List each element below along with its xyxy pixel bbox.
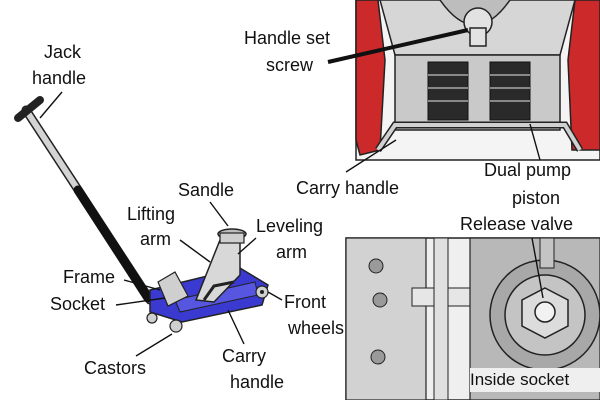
svg-text:screw: screw [266, 55, 314, 75]
pump-assembly-inset [355, 0, 600, 161]
svg-text:Leveling: Leveling [256, 216, 323, 236]
frame-label: Frame [63, 267, 115, 287]
sandle-arrow [209, 201, 229, 227]
leveling-arm-label-line1: Leveling [256, 216, 323, 236]
label-release-valve: Release valve [456, 212, 600, 299]
release-valve-arrow [531, 237, 544, 299]
svg-text:wheels: wheels [287, 318, 344, 338]
inside-socket-label: Inside socket [470, 370, 569, 389]
carry-handle-main-label-line2: handle [230, 372, 284, 392]
castors-arrow [135, 333, 173, 357]
handle-set-screw-label-line2: screw [266, 55, 314, 75]
front-wheels-arrow [267, 291, 283, 301]
leveling-arm-arrow [237, 237, 257, 255]
svg-text:Dual pump: Dual pump [484, 160, 571, 180]
label-carry-handle-main: Carry handle [222, 309, 284, 392]
dual-pump-piston-shape [427, 61, 531, 121]
label-leveling-arm: Leveling arm [237, 216, 323, 262]
label-castors: Castors [84, 333, 173, 378]
label-handle-set-screw: Handle set screw [244, 28, 469, 75]
dual-pump-piston-label-line2: piston [512, 188, 560, 208]
label-lifting-arm: Lifting arm [127, 204, 211, 263]
svg-text:Jack: Jack [44, 42, 82, 62]
floor-jack [14, 96, 269, 333]
svg-text:Handle set: Handle set [244, 28, 330, 48]
carry-handle-main-label-line1: Carry [222, 346, 266, 366]
label-socket: Socket [50, 294, 166, 314]
label-inside-socket: Inside socket [470, 368, 600, 392]
dual-pump-piston-label-line1: Dual pump [484, 160, 571, 180]
socket-arrow [115, 297, 166, 306]
lifting-arm-label-line1: Lifting [127, 204, 175, 224]
dual-pump-piston-arrow [529, 123, 541, 161]
jack-handle-label-line1: Jack [44, 42, 82, 62]
carry-handle-inset-arrow [345, 139, 397, 173]
svg-text:Lifting: Lifting [127, 204, 175, 224]
label-dual-pump-piston: Dual pump piston [484, 123, 571, 208]
svg-text:handle: handle [32, 68, 86, 88]
socket-label: Socket [50, 294, 105, 314]
label-frame: Frame [63, 267, 161, 291]
front-wheels-label-line2: wheels [287, 318, 344, 338]
svg-text:Front: Front [284, 292, 326, 312]
castors-label: Castors [84, 358, 146, 378]
carry-handle-main-arrow [227, 309, 245, 345]
jack-handle-label-line2: handle [32, 68, 86, 88]
handle-set-screw-label-line1: Handle set [244, 28, 330, 48]
front-wheels-label-line1: Front [284, 292, 326, 312]
label-carry-handle-inset: Carry handle [296, 139, 399, 198]
leveling-arm-label-line2: arm [276, 242, 307, 262]
release-valve-label: Release valve [460, 214, 573, 234]
carry-handle-inset-label: Carry handle [296, 178, 399, 198]
lifting-arm-arrow [179, 239, 211, 263]
sandle-label: Sandle [178, 180, 234, 200]
label-jack-handle: Jack handle [32, 42, 86, 119]
jack-handle-shape [14, 96, 155, 305]
label-front-wheels: Front wheels [267, 291, 344, 338]
label-sandle: Sandle [178, 180, 234, 227]
svg-text:piston: piston [512, 188, 560, 208]
frame-arrow [123, 279, 161, 291]
svg-text:Carry: Carry [222, 346, 266, 366]
svg-text:handle: handle [230, 372, 284, 392]
lifting-arm-label-line2: arm [140, 229, 171, 249]
svg-text:arm: arm [276, 242, 307, 262]
jack-handle-arrow [39, 91, 63, 119]
handle-set-screw-arrow [327, 28, 469, 64]
svg-text:arm: arm [140, 229, 171, 249]
